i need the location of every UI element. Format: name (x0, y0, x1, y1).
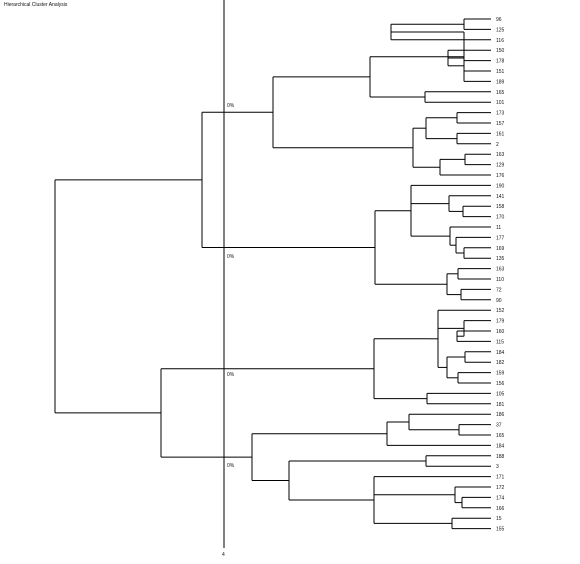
leaf-label: 125 (496, 27, 505, 33)
leaf-label: 181 (496, 402, 505, 408)
leaf-label: 161 (496, 131, 505, 137)
leaf-label: 182 (496, 360, 505, 366)
leaf-label: 186 (496, 412, 505, 418)
leaf-label: 177 (496, 235, 505, 241)
chart-title: Hierarchical Cluster Analysis (4, 2, 68, 8)
leaf-label: 158 (496, 204, 505, 210)
leaf-label: 160 (496, 329, 505, 335)
leaf-label: 189 (496, 79, 505, 85)
leaf-label: 105 (496, 391, 505, 397)
leaf-label: 159 (496, 371, 505, 377)
leaf-label: 101 (496, 100, 505, 106)
leaf-label: 171 (496, 475, 505, 481)
leaf-label: 151 (496, 69, 505, 75)
cluster-marker: 0% (227, 254, 235, 260)
cut-label: 4 (222, 552, 225, 558)
leaf-label: 166 (496, 506, 505, 512)
leaf-label: 156 (496, 381, 505, 387)
leaf-label: 90 (496, 298, 502, 304)
leaf-label: 157 (496, 121, 505, 127)
leaf-label: 184 (496, 350, 505, 356)
leaf-label: 72 (496, 287, 502, 293)
leaf-label: 110 (496, 277, 504, 283)
leaf-label: 165 (496, 433, 505, 439)
leaf-label: 184 (496, 443, 505, 449)
leaf-label: 3 (496, 464, 499, 470)
leaf-label: 172 (496, 485, 505, 491)
leaf-label: 141 (496, 194, 505, 200)
cluster-marker: 0% (227, 463, 235, 469)
leaf-label: 179 (496, 319, 505, 325)
leaf-label: 155 (496, 527, 505, 533)
leaf-label: 178 (496, 59, 505, 65)
leaf-label: 170 (496, 215, 505, 221)
leaf-label: 11 (496, 225, 501, 231)
leaf-label: 96 (496, 17, 502, 23)
leaf-label: 188 (496, 454, 505, 460)
leaf-label: 116 (496, 38, 504, 44)
leaf-label: 190 (496, 183, 505, 189)
leaf-label: 174 (496, 495, 505, 501)
leaf-label: 152 (496, 308, 505, 314)
leaf-label: 15 (496, 516, 502, 522)
leaf-label: 150 (496, 48, 505, 54)
cluster-marker: 0% (227, 372, 235, 378)
leaf-label: 135 (496, 256, 505, 262)
leaf-label: 2 (496, 142, 499, 148)
leaf-label: 163 (496, 267, 505, 273)
leaf-label: 163 (496, 152, 505, 158)
leaf-label: 176 (496, 173, 505, 179)
cluster-marker: 0% (227, 103, 235, 109)
leaf-label: 37 (496, 423, 502, 429)
leaf-label: 115 (496, 339, 504, 345)
leaf-label: 129 (496, 163, 505, 169)
leaf-label: 173 (496, 111, 505, 117)
leaf-label: 169 (496, 246, 505, 252)
leaf-label: 165 (496, 90, 505, 96)
